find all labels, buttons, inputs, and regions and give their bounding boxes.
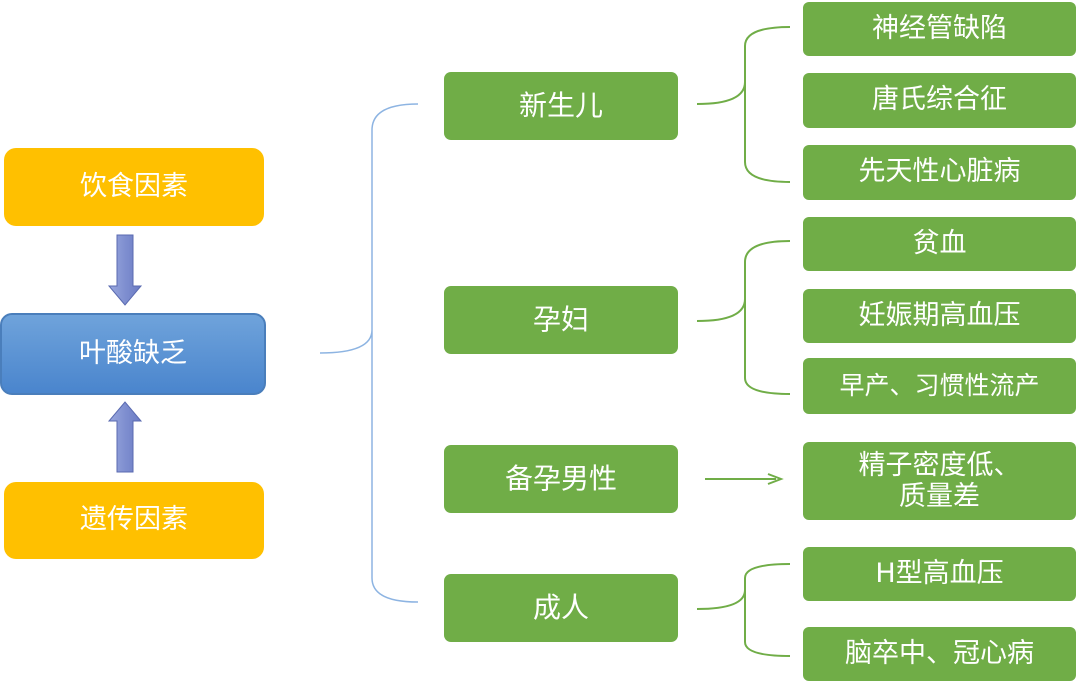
outcome-label: 唐氏综合征 — [872, 84, 1007, 116]
arrow-diet-to-center — [107, 234, 143, 306]
brace-newborn — [696, 26, 791, 183]
outcome-label: 早产、习惯性流产 — [839, 371, 1040, 400]
outcome-label: 贫血 — [912, 227, 967, 259]
outcome-h-type-hypertension: H型高血压 — [803, 547, 1076, 601]
outcome-label: 妊娠期高血压 — [858, 299, 1021, 331]
main-brace — [319, 103, 419, 603]
outcome-low-sperm-quality: 精子密度低、 质量差 — [803, 442, 1076, 520]
outcome-stroke-coronary-disease: 脑卒中、冠心病 — [803, 627, 1076, 681]
outcome-label: 先天性心脏病 — [858, 156, 1021, 188]
arrow-genetic-to-center — [107, 401, 143, 473]
brace-pregnant — [696, 240, 791, 395]
group-male: 备孕男性 — [444, 445, 678, 513]
brace-adult — [696, 563, 791, 657]
factor-diet-label: 饮食因素 — [80, 170, 188, 202]
group-pregnant-label: 孕妇 — [532, 303, 589, 337]
center-node-folate-deficiency: 叶酸缺乏 — [0, 313, 266, 395]
outcome-label: H型高血压 — [875, 557, 1004, 589]
factor-genetic-label: 遗传因素 — [80, 504, 188, 536]
group-male-label: 备孕男性 — [504, 462, 617, 496]
outcome-label: 脑卒中、冠心病 — [845, 637, 1034, 669]
group-adult: 成人 — [444, 574, 678, 642]
outcome-label: 神经管缺陷 — [872, 12, 1007, 44]
group-pregnant: 孕妇 — [444, 286, 678, 354]
group-adult-label: 成人 — [532, 591, 589, 625]
group-newborn: 新生儿 — [444, 72, 678, 140]
outcome-congenital-heart-disease: 先天性心脏病 — [803, 145, 1076, 200]
factor-genetic: 遗传因素 — [4, 482, 264, 559]
outcome-neural-tube-defect: 神经管缺陷 — [803, 2, 1076, 56]
outcome-down-syndrome: 唐氏综合征 — [803, 73, 1076, 128]
outcome-gestational-hypertension: 妊娠期高血压 — [803, 289, 1076, 343]
outcome-label-line-2: 质量差 — [899, 481, 980, 512]
factor-diet: 饮食因素 — [4, 148, 264, 226]
outcome-preterm-miscarriage: 早产、习惯性流产 — [803, 358, 1076, 414]
outcome-anemia: 贫血 — [803, 217, 1076, 271]
center-node-label: 叶酸缺乏 — [79, 337, 187, 369]
group-newborn-label: 新生儿 — [518, 89, 603, 123]
outcome-label-line-1: 精子密度低、 — [858, 449, 1021, 481]
